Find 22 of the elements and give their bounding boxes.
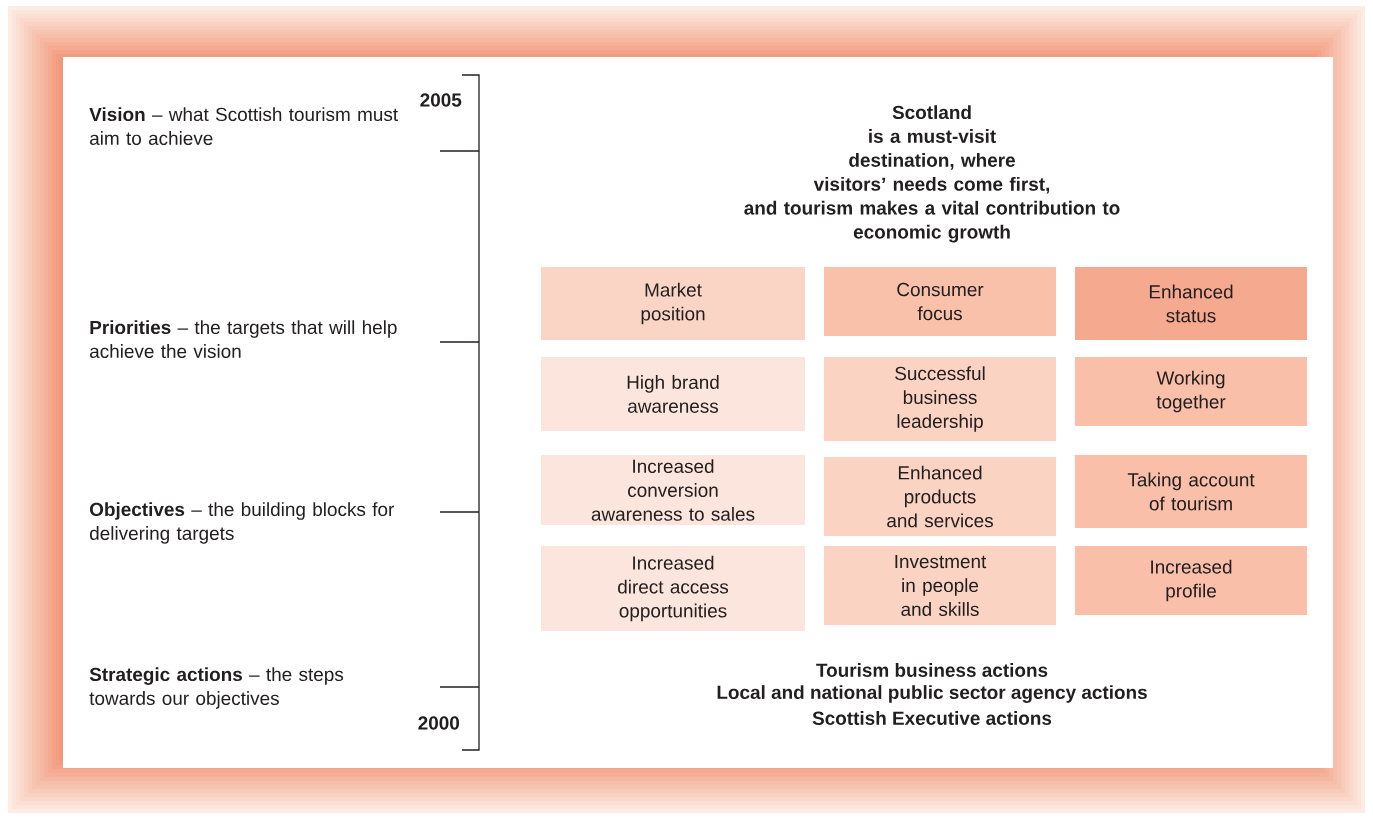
year-label: 2005 [420, 93, 462, 107]
objective-box: Enhanced products and services [824, 457, 1056, 536]
priority-box: Consumer focus [824, 267, 1056, 336]
objective-box: Increased conversion awareness to sales [541, 455, 805, 525]
objective-box: Taking account of tourism [1075, 455, 1307, 528]
level-description: Vision – what Scottish tourism must aim to achieve [89, 107, 398, 145]
objective-box: Successful business leadership [824, 357, 1056, 441]
level-description: Strategic actions – the steps towards our objectives [89, 667, 344, 709]
level-description: Priorities – the targets that will help achieve the vision [90, 320, 397, 358]
year-label: 2000 [418, 716, 459, 730]
objective-box: Increased direct access opportunities [541, 546, 805, 631]
action-line: Local and national public sector agency actions [717, 685, 1147, 703]
action-line: Tourism business actions [816, 663, 1048, 677]
objective-box: High brand awareness [541, 357, 805, 431]
level-description: Objectives – the building blocks for delivering targets [90, 502, 394, 544]
action-line: Scottish Executive actions [812, 711, 1052, 725]
priority-box: Enhanced status [1075, 267, 1307, 340]
objective-box: Investment in people and skills [824, 546, 1056, 625]
vision-statement: Scotland is a must-visit destination, where visitors’ needs come first, and tourism makes a vital contribution to economic growth [744, 105, 1120, 243]
objective-box: Working together [1075, 357, 1307, 426]
objective-box: Increased profile [1075, 546, 1307, 615]
priority-box: Market position [541, 267, 805, 340]
